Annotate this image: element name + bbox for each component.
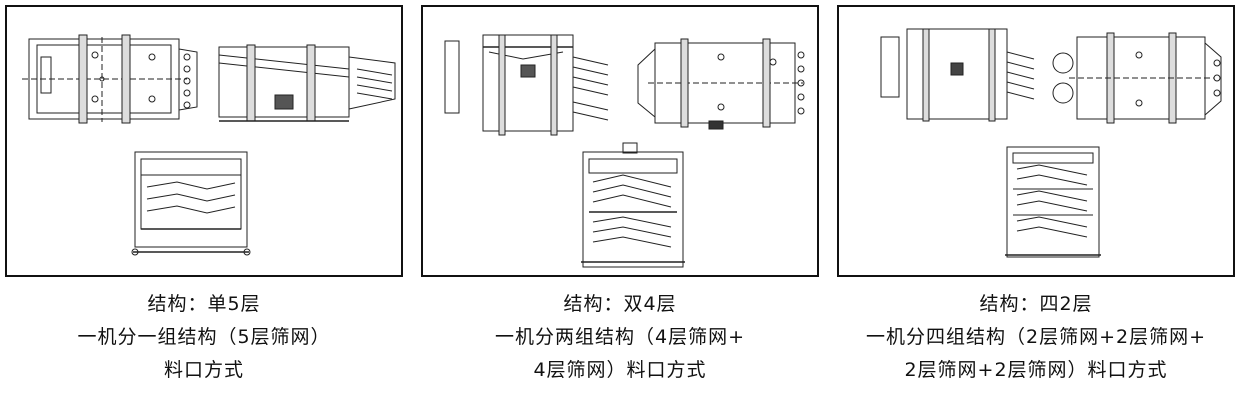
front-view <box>1005 146 1101 258</box>
front-view <box>581 142 685 268</box>
side-view <box>218 44 396 122</box>
caption-double-4-layer: 结构：双4层 一机分两组结构（4层筛网+ 4层筛网）料口方式 <box>413 288 827 387</box>
caption-quad-2-layer: 结构：四2层 一机分四组结构（2层筛网+2层筛网+ 2层筛网+2层筛网）料口方式 <box>829 288 1243 387</box>
side-view <box>880 28 1035 122</box>
caption-single-5-layer: 结构：单5层 一机分一组结构（5层筛网） 料口方式 <box>0 288 411 387</box>
panel-single-5-layer <box>5 5 403 277</box>
caption-structure: 结构：四2层 <box>979 293 1093 315</box>
panel-double-4-layer <box>421 5 819 277</box>
top-view <box>22 34 198 124</box>
caption-description: 一机分四组结构（2层筛网+2层筛网+ <box>865 326 1207 348</box>
panel-quad-2-layer <box>837 5 1235 277</box>
caption-description: 一机分两组结构（4层筛网+ <box>494 326 745 348</box>
caption-outlet: 4层筛网）料口方式 <box>533 359 707 381</box>
side-view <box>444 34 609 136</box>
drawing-double-4-layer <box>444 34 805 268</box>
front-view <box>131 151 251 256</box>
drawing-quad-2-layer <box>880 28 1222 258</box>
top-view <box>1052 32 1222 124</box>
drawing-single-5-layer <box>22 34 396 256</box>
top-view <box>637 38 805 130</box>
caption-structure: 结构：双4层 <box>563 293 677 315</box>
caption-structure: 结构：单5层 <box>147 293 261 315</box>
caption-outlet: 料口方式 <box>163 359 244 381</box>
caption-outlet: 2层筛网+2层筛网）料口方式 <box>904 359 1168 381</box>
caption-description: 一机分一组结构（5层筛网） <box>77 326 331 348</box>
